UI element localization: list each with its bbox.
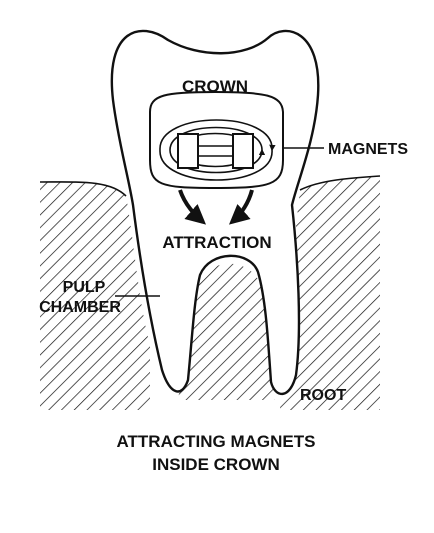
caption-line-1: ATTRACTING MAGNETS (117, 432, 316, 451)
magnets-label: MAGNETS (328, 141, 408, 158)
caption-line-2: INSIDE CROWN (152, 455, 280, 474)
root-label: ROOT (300, 387, 346, 404)
magnet-left (177, 133, 199, 169)
magnet-right (232, 133, 254, 169)
attraction-label: ATTRACTION (162, 233, 271, 252)
tooth-outline (110, 29, 320, 396)
magnet-connector (198, 145, 233, 157)
attraction-arrow-left (178, 189, 207, 225)
crown-label: CROWN (182, 77, 248, 96)
chamber-label: CHAMBER (39, 299, 121, 316)
crown-inner-chamber (149, 90, 284, 190)
pulp-label: PULP (63, 279, 106, 296)
attraction-arrow-right (228, 189, 254, 225)
